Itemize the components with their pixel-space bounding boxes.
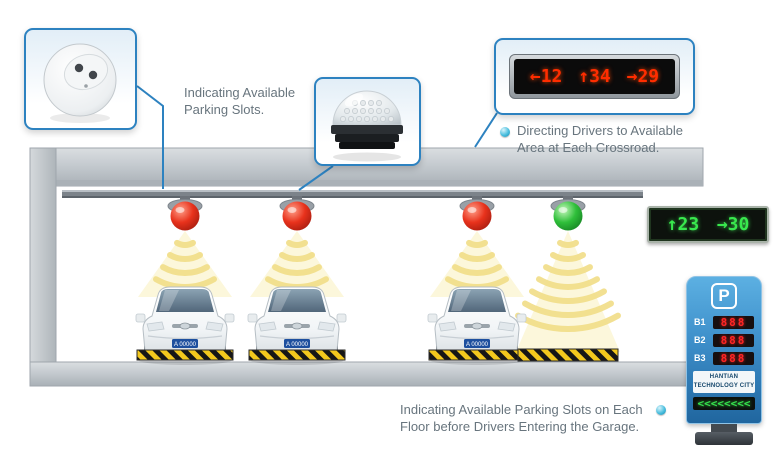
entrance-totem-sign: P B1 888 B2 888 B3 888 HANTIAN TECHNOLOG…: [686, 276, 762, 445]
up-arrow-icon: ↑: [666, 214, 678, 235]
floor-available-count: 888: [713, 315, 754, 329]
parking-symbol: P: [711, 283, 737, 309]
led-right-value: 29: [637, 66, 660, 87]
totem-body: P B1 888 B2 888 B3 888 HANTIAN TECHNOLOG…: [686, 276, 762, 424]
ultrasonic-beam-slot4-vacant: [515, 231, 621, 352]
floor-label: B1: [694, 317, 706, 327]
totem-base: [695, 432, 753, 445]
occupancy-lamp-green-4: [550, 196, 586, 231]
sensor-transducer-icon: [74, 63, 84, 73]
garage-left-wall: [29, 147, 57, 387]
occupancy-lamp-red-3: [459, 196, 495, 231]
sensor-caption: Indicating Available Parking Slots.: [184, 85, 296, 117]
hazard-strip-slot3: [428, 349, 526, 361]
floor-available-count: 888: [713, 333, 754, 347]
green-right-group: → 30: [717, 214, 750, 235]
green-right-value: 30: [727, 214, 750, 235]
sensor-transducer-icon: [88, 70, 98, 80]
parking-letter: P: [718, 286, 730, 305]
display-callout-connector: [474, 112, 498, 148]
floor-led-sign: ↑ 23 → 30: [647, 206, 769, 243]
led-up-group: ↑ 34: [578, 66, 611, 87]
green-up-value: 23: [677, 214, 700, 235]
display-callout-box: ← 12 ↑ 34 → 29: [494, 38, 695, 115]
ceiling-underside-edge: [30, 180, 703, 186]
left-arrow-icon: ←: [529, 66, 541, 87]
sensor-callout-connector: [136, 85, 164, 189]
hazard-strip-slot4-vacant: [517, 348, 619, 362]
led-up-value: 34: [589, 66, 611, 87]
led-right-group: → 29: [627, 66, 660, 87]
floor-count-row-b1: B1 888: [694, 315, 754, 329]
floor-counts: B1 888 B2 888 B3 888: [687, 315, 761, 365]
right-arrow-icon: →: [716, 214, 728, 235]
sensor-callout-box: [24, 28, 137, 130]
right-arrow-icon: →: [626, 66, 638, 87]
occupancy-lamp-red-2: [279, 196, 315, 231]
lamp-callout-box: [314, 77, 421, 166]
green-up-group: ↑ 23: [667, 214, 700, 235]
entrance-chevrons: <<<<<<<<: [693, 397, 755, 410]
occupancy-lamp-red-1: [167, 196, 203, 231]
ultrasonic-sensor-image: [43, 43, 117, 123]
floor-count-row-b3: B3 888: [694, 351, 754, 365]
led-indicator-image: [331, 90, 403, 162]
crossroad-led-display: ← 12 ↑ 34 → 29: [509, 54, 680, 99]
ultrasonic-beam-slot3: [430, 231, 524, 297]
led-left-value: 12: [540, 66, 563, 87]
floor-count-row-b2: B2 888: [694, 333, 754, 347]
totem-stem: [711, 424, 737, 432]
floor-available-count: 888: [713, 351, 754, 365]
lamp-callout-connector: [298, 165, 334, 191]
bullet-icon: [656, 405, 666, 415]
floor-label: B3: [694, 353, 706, 363]
floor-label: B2: [694, 335, 706, 345]
crossroad-caption: Directing Drivers to Available Area at E…: [517, 123, 683, 155]
bullet-icon: [500, 127, 510, 137]
sensor-rail: [62, 190, 643, 198]
hazard-strip-slot1: [136, 349, 234, 361]
hazard-strip-slot2: [248, 349, 346, 361]
brand-plate: HANTIAN TECHNOLOGY CITY: [693, 371, 755, 393]
led-left-group: ← 12: [530, 66, 563, 87]
up-arrow-icon: ↑: [578, 66, 590, 87]
garage-floor: [29, 361, 704, 387]
entrance-caption: Indicating Available Parking Slots on Ea…: [400, 402, 643, 434]
led-screen: ← 12 ↑ 34 → 29: [514, 59, 675, 94]
